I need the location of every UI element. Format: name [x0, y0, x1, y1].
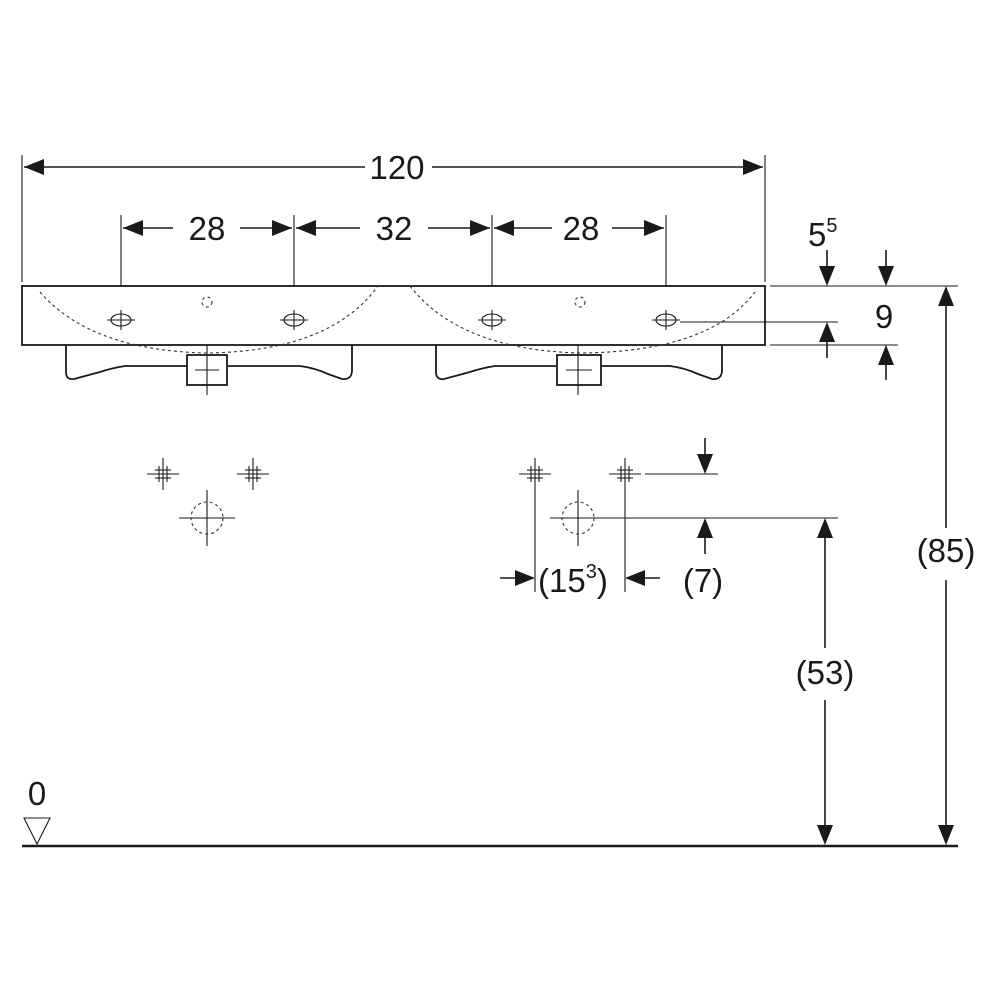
tap-spacing-left-label: 28	[189, 210, 226, 247]
overall-width-label: 120	[369, 149, 424, 186]
supply-height-label: (53)	[796, 654, 855, 691]
right-supply-cold	[518, 457, 552, 491]
left-waste-connection	[178, 489, 236, 547]
overall-width-dimension: 120	[21, 149, 766, 282]
left-bowl-contour	[39, 285, 379, 354]
supply-height-dimension: (53)	[796, 518, 855, 845]
double-washbasin	[21, 285, 766, 395]
left-supply-connections	[146, 457, 270, 547]
left-overflow-hole	[201, 296, 213, 308]
floor-level: 0	[22, 775, 958, 848]
supply-spacing-dimension: (153) (7)	[500, 438, 838, 599]
tap-spacing-right-label: 28	[563, 210, 600, 247]
total-height-dimension: (85)	[917, 286, 976, 845]
right-supply-connections	[518, 457, 642, 547]
level-marker-icon	[23, 817, 51, 846]
floor-level-label: 0	[28, 775, 46, 812]
basin-top-slab	[21, 285, 766, 346]
basin-depth-label: 9	[875, 298, 893, 335]
total-height-label: (85)	[917, 532, 976, 569]
right-waste-connection	[549, 489, 607, 547]
tap-spacing-dimension: 28 32 28	[120, 210, 667, 318]
right-overflow-hole	[574, 296, 586, 308]
rim-offset-label: 55	[808, 215, 837, 253]
tap-spacing-center-label: 32	[376, 210, 413, 247]
rim-depth-dimension: 55 9	[680, 215, 958, 380]
supply-offset-label: (7)	[683, 562, 723, 599]
right-bowl-contour	[409, 285, 756, 354]
left-supply-hot	[236, 457, 270, 491]
left-supply-cold	[146, 457, 180, 491]
supply-spacing-label: (153)	[538, 561, 608, 599]
right-supply-hot	[608, 457, 642, 491]
